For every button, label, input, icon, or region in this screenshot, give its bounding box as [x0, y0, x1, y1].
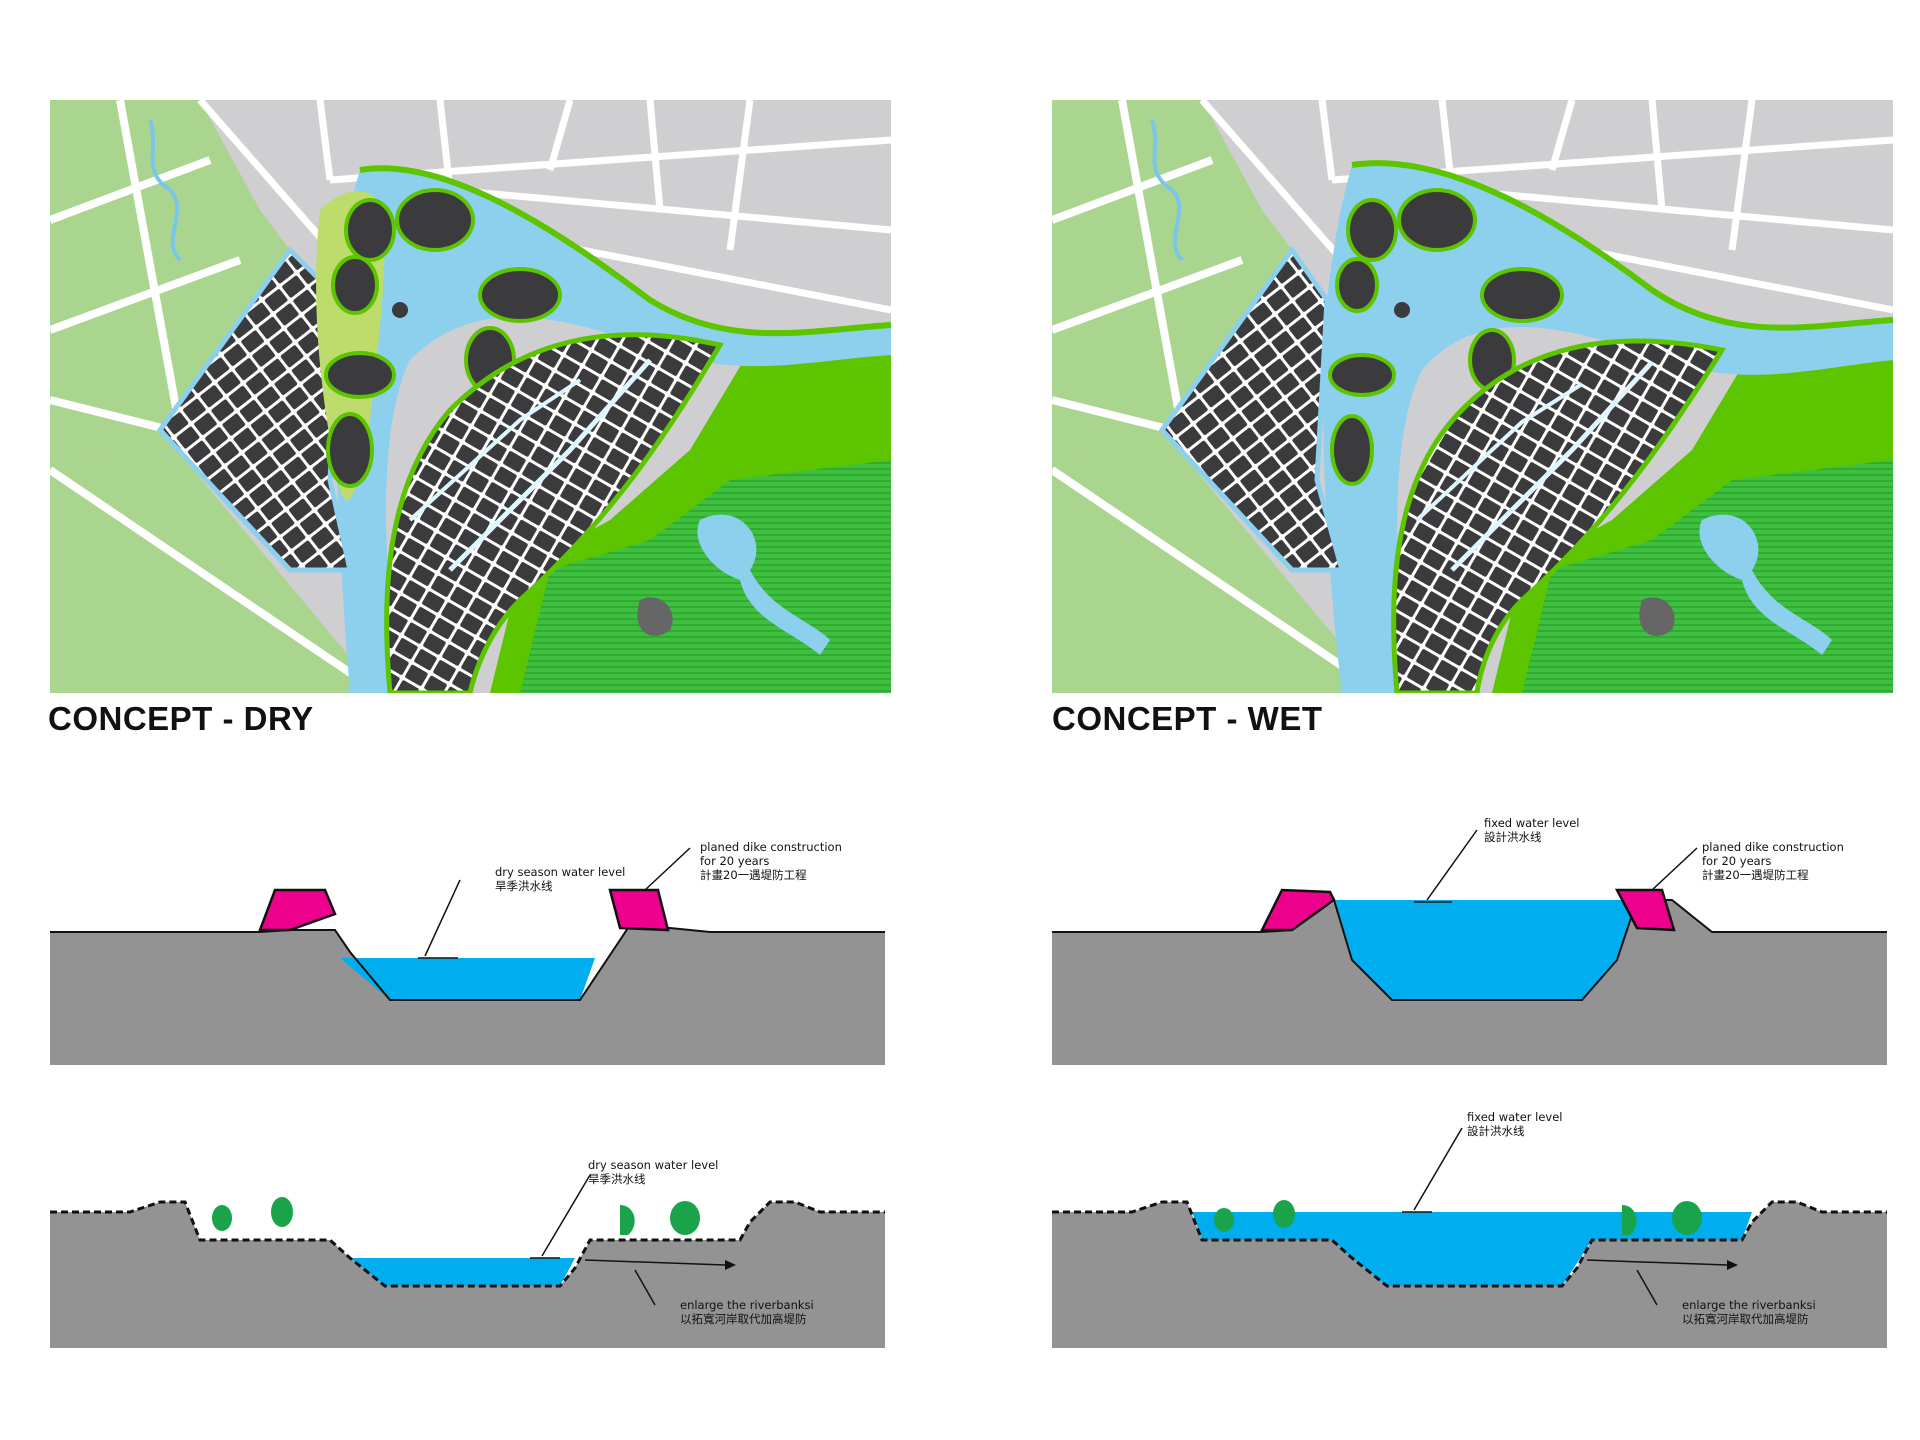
dry-riverbank-enlarge-label: enlarge the riverbanksi 以拓寬河岸取代加高堤防 — [680, 1298, 814, 1326]
wet-riverbank-enlarge-label: enlarge the riverbanksi 以拓寬河岸取代加高堤防 — [1682, 1298, 1816, 1326]
dry-dike-water-label: dry season water level 旱季洪水线 — [495, 865, 626, 893]
dry-dike-construction-label: planed dike construction for 20 years 計畫… — [700, 840, 842, 882]
wet-dike-water-label: fixed water level 設計洪水线 — [1484, 816, 1580, 844]
wet-riverbank-water-label: fixed water level 設計洪水线 — [1467, 1110, 1563, 1138]
title-wet: CONCEPT - WET — [1052, 700, 1323, 737]
map-wet — [1052, 100, 1893, 693]
wet-dike-construction-label: planed dike construction for 20 years 計畫… — [1702, 840, 1844, 882]
section-wet-riverbank: fixed water level 設計洪水线 enlarge the rive… — [1052, 1110, 1902, 1410]
title-dry: CONCEPT - DRY — [48, 700, 314, 737]
section-dry-riverbank: dry season water level 旱季洪水线 enlarge the… — [50, 1110, 900, 1410]
section-dry-dike: dry season water level 旱季洪水线 planed dike… — [50, 820, 900, 1120]
map-dry — [50, 100, 891, 693]
section-wet-dike: fixed water level 設計洪水线 planed dike cons… — [1052, 816, 1902, 1120]
dry-riverbank-water-label: dry season water level 旱季洪水线 — [588, 1158, 719, 1186]
